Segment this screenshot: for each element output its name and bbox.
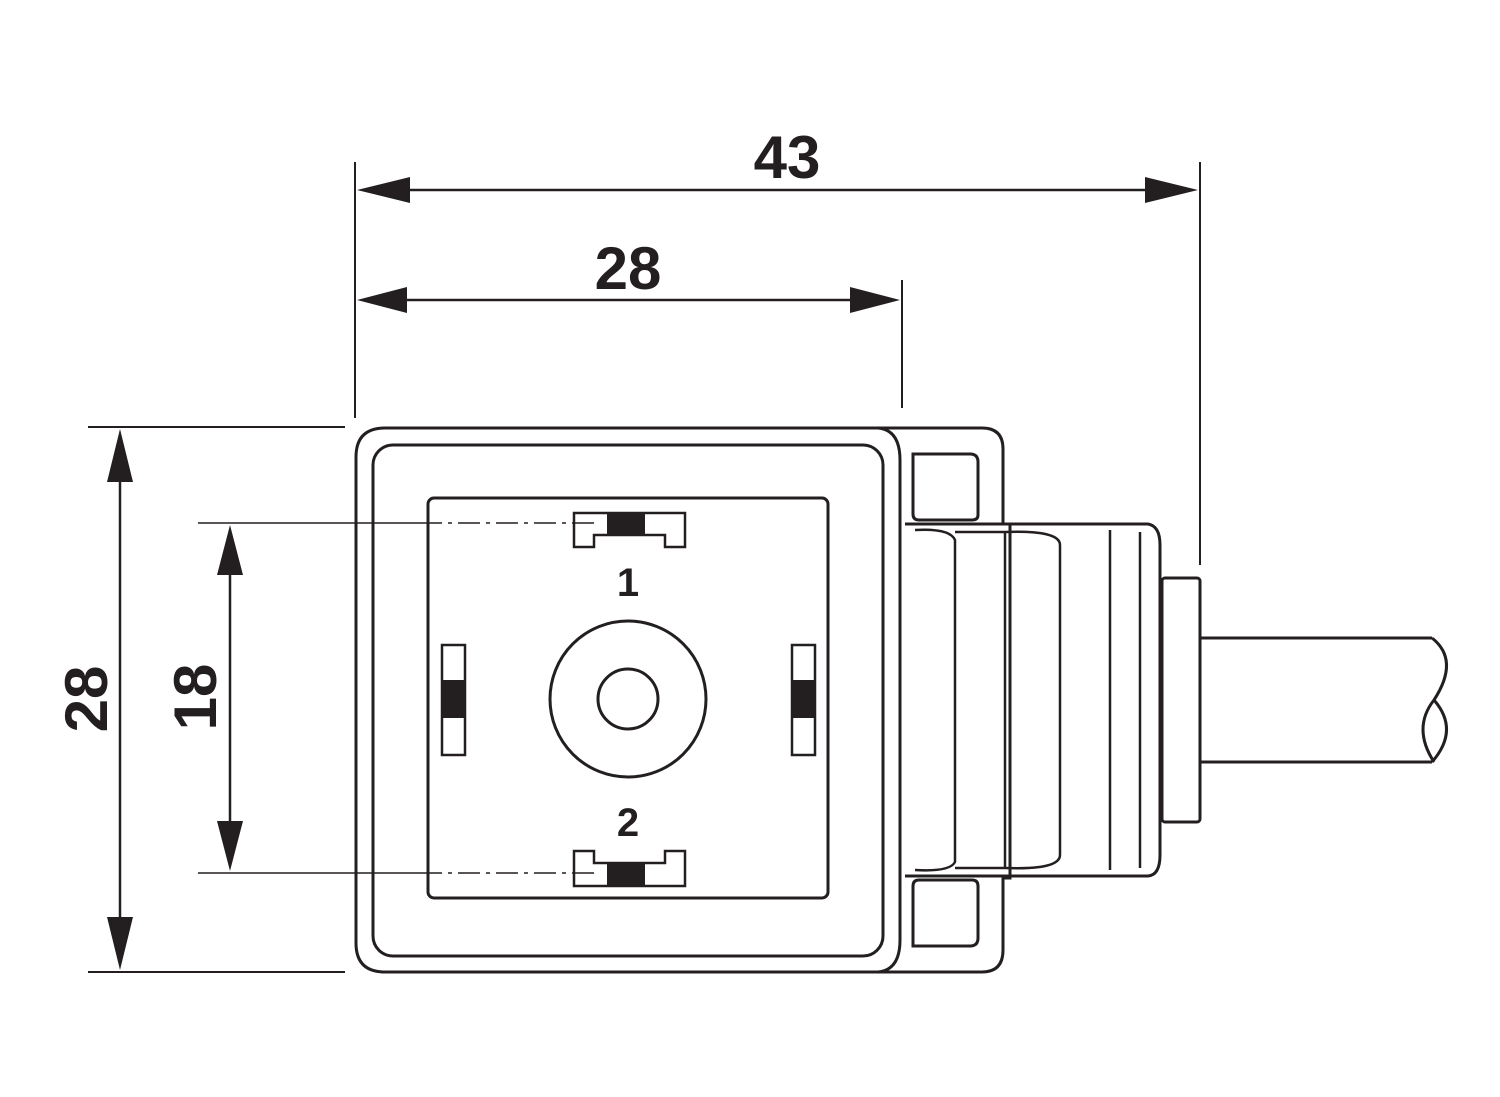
arrowhead-right xyxy=(1145,177,1198,203)
gland-segment-2 xyxy=(1004,530,1062,870)
contact-blade xyxy=(607,863,645,886)
connector-housing xyxy=(354,426,1448,974)
housing-outline xyxy=(354,426,1012,974)
dimension-label-28-height: 28 xyxy=(53,666,120,733)
body-boundary xyxy=(877,426,902,974)
arrowhead-right xyxy=(850,287,900,313)
contact-left xyxy=(440,643,467,757)
contact-right xyxy=(790,643,817,757)
arrowhead-top xyxy=(107,429,133,482)
center-screw-boss xyxy=(548,619,708,779)
contacts: 1 2 xyxy=(440,511,817,888)
dimension-label-43: 43 xyxy=(754,124,821,191)
arrowhead-top xyxy=(217,525,243,575)
pin-label-2: 2 xyxy=(617,801,639,845)
arrowhead-bottom xyxy=(107,917,133,970)
pin-label-1: 1 xyxy=(617,561,639,605)
boss-outer-ring xyxy=(548,619,708,779)
contact-slot xyxy=(572,511,687,549)
cable-gland-outline xyxy=(905,522,1162,878)
contact-blade xyxy=(607,513,645,535)
contact-blade xyxy=(442,680,465,718)
dimension-28-height: 28 xyxy=(53,426,345,973)
arrowhead-left xyxy=(357,177,410,203)
contact-pin-1: 1 xyxy=(572,511,687,605)
dimension-28-width: 28 xyxy=(357,235,903,408)
screw-hole xyxy=(596,667,660,731)
contact-pin-2: 2 xyxy=(572,801,687,888)
dimension-43: 43 xyxy=(354,124,1201,565)
dimension-label-18: 18 xyxy=(162,664,229,731)
gland-segment-1 xyxy=(914,528,957,872)
gland-nut xyxy=(1160,576,1202,824)
contact-blade xyxy=(792,680,815,718)
inner-face xyxy=(371,443,885,958)
mounting-pocket-top xyxy=(911,452,980,522)
contact-carrier xyxy=(426,496,830,900)
cable-break-inner xyxy=(1430,699,1448,763)
dimension-18: 18 xyxy=(162,522,600,874)
arrowhead-left xyxy=(357,287,407,313)
mounting-pocket-bottom xyxy=(911,878,980,948)
dimension-label-28-width: 28 xyxy=(595,235,662,302)
arrowhead-bottom xyxy=(217,821,243,871)
cable xyxy=(1200,636,1448,764)
